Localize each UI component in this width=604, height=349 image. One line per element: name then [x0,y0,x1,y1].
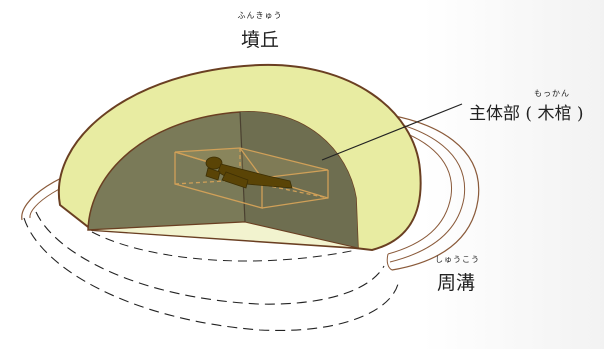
moat-label: 周溝 [437,272,476,294]
moat-dashed-outer [23,217,399,332]
buried-figure [205,156,293,189]
mound-interior-rear-wall [240,111,358,248]
moat-inner-ring-right [373,123,453,255]
coffin-ruby-reading: もっかん [534,89,570,98]
moat-ruby-reading: しゅうこう [435,255,480,264]
floor-dashed-edge-left [91,231,357,262]
moat-end-cap-right [386,253,393,271]
mound-floor [87,221,359,249]
moat-outer-ring-right [369,111,480,271]
mound-ruby-reading: ふんきゅう [237,11,283,20]
coffin-label: 主体部 ( 木棺 ) [469,104,584,124]
mound-label: 墳丘 [241,29,280,51]
coffin-leader-line [321,103,463,161]
moat-middle-ring-right [371,117,466,263]
